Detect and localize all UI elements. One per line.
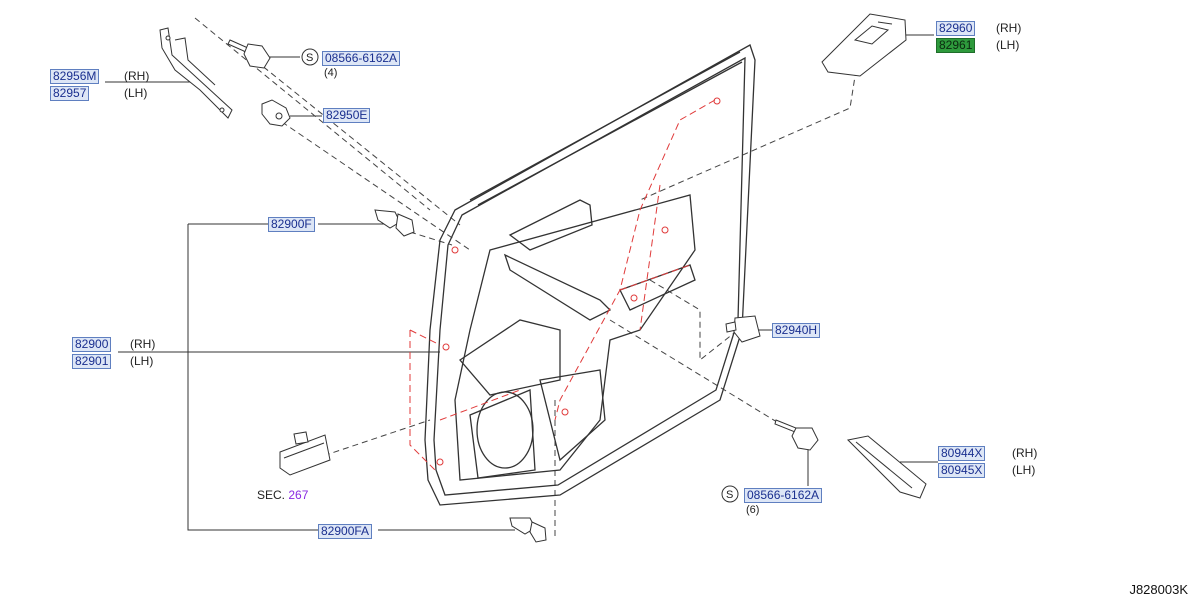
screw-symbol-top-circle: [301, 48, 319, 66]
diagram-reference-code: J828003K: [1129, 582, 1188, 597]
part-82956m[interactable]: 82956M: [50, 69, 100, 84]
door-trim-panel: [424, 44, 756, 506]
screw-bottom: [774, 419, 819, 451]
part-82900[interactable]: 82900: [72, 337, 112, 352]
side-lh: (LH): [996, 38, 1020, 52]
part-08566-6162a-bottom[interactable]: 08566-6162A: [744, 488, 823, 503]
dash-screw-top: [239, 47, 461, 226]
dash-clip-82950e: [281, 121, 471, 251]
clip-82940h: [725, 315, 761, 343]
part-80945x[interactable]: 80945X: [938, 463, 986, 478]
part-08566-6162a-top[interactable]: 08566-6162A: [322, 51, 401, 66]
clip-82900fa: [509, 517, 547, 543]
side-rh: (RH): [1012, 446, 1038, 460]
dash-82940h: [649, 279, 739, 362]
clip-82900f: [374, 209, 415, 237]
side-lh: (LH): [130, 354, 154, 368]
moulding-80944x: [846, 435, 927, 499]
part-82957[interactable]: 82957: [50, 86, 90, 101]
part-82901[interactable]: 82901: [72, 354, 112, 369]
qty-bottom: (6): [746, 504, 760, 516]
leader-82900f: [187, 224, 318, 531]
side-rh: (RH): [124, 69, 150, 83]
dash-screw-bottom: [609, 319, 791, 431]
clip-holes: [436, 97, 721, 466]
screw-top: [227, 39, 271, 69]
section-prefix: SEC.: [257, 488, 286, 502]
part-82961[interactable]: 82961: [936, 38, 976, 53]
section-reference: SEC. 267: [257, 488, 308, 502]
part-82950e[interactable]: 82950E: [323, 108, 371, 123]
side-rh: (RH): [996, 21, 1022, 35]
screw-symbol-bottom: S: [726, 489, 733, 501]
connector-sec267: [279, 431, 331, 476]
part-82960[interactable]: 82960: [936, 21, 976, 36]
part-80944x[interactable]: 80944X: [938, 446, 986, 461]
side-lh: (LH): [124, 86, 148, 100]
screw-symbol-top: S: [306, 52, 313, 64]
dash-bracket: [194, 17, 431, 211]
qty-top: (4): [324, 67, 338, 79]
side-rh: (RH): [130, 337, 156, 351]
dash-82900f: [409, 231, 453, 246]
screw-symbol-bottom-circle: [721, 485, 739, 503]
clip-82950e: [261, 99, 291, 127]
part-82940h[interactable]: 82940H: [772, 323, 821, 338]
bracket-82956m: [159, 27, 233, 119]
part-82900f[interactable]: 82900F: [268, 217, 315, 232]
dash-switch: [639, 69, 857, 201]
phantom-outline: [409, 99, 716, 471]
part-82900fa[interactable]: 82900FA: [318, 524, 373, 539]
section-267-link[interactable]: 267: [288, 488, 309, 502]
switch-82960: [821, 13, 907, 77]
side-lh: (LH): [1012, 463, 1036, 477]
